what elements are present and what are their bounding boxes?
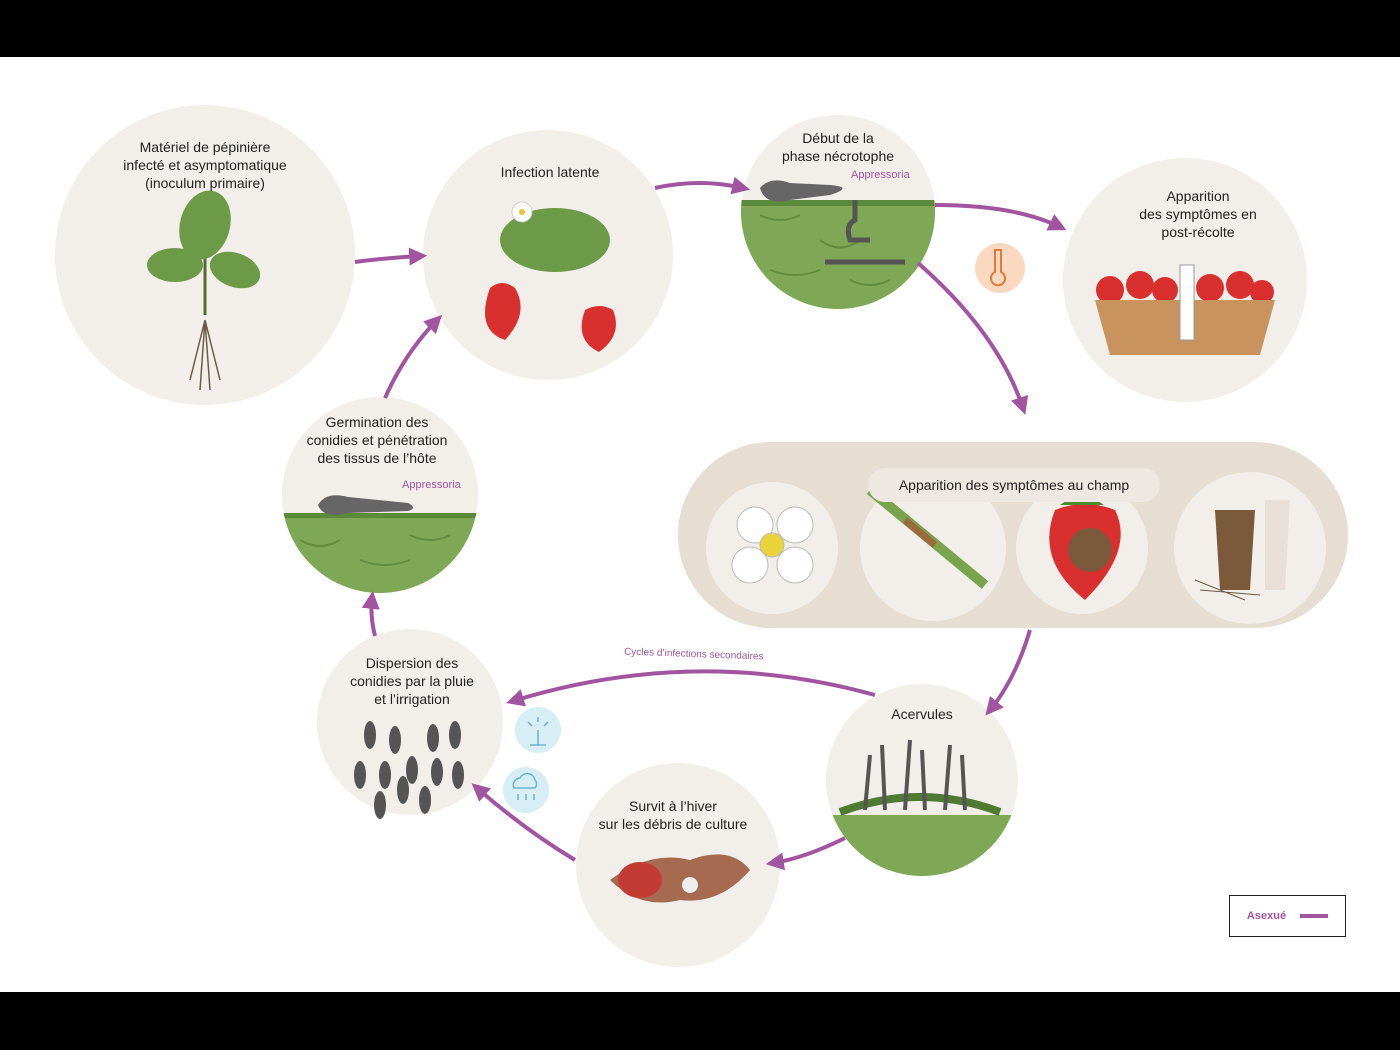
crop-debris-illustration (610, 854, 750, 903)
nursery-plant-illustration (147, 190, 261, 391)
stage-acervuli-label: Acervules (891, 706, 953, 722)
legend: Asexué (1229, 895, 1346, 937)
symptom-fruit-illustration (1049, 490, 1121, 600)
field-symptoms-title: Apparition des symptômes au champ (868, 468, 1160, 502)
stage-nursery-label: Matériel de pépinière infecté et asympto… (123, 139, 287, 191)
stage-latent-label: Infection latente (500, 164, 600, 180)
stage-overwinter-label: Survit à l’hiver sur les débris de cultu… (598, 798, 748, 832)
latent-strawberry-illustration (485, 201, 616, 352)
conidia-illustration (354, 721, 464, 819)
plant-tissue-illustration (741, 180, 935, 309)
legend-asexual-label: Asexué (1246, 910, 1287, 922)
symptom-flower-illustration (731, 506, 814, 584)
legend-asexual-line (1300, 914, 1329, 918)
appressoria-label: Appressoria (851, 169, 910, 181)
symptom-crown-illustration (1194, 500, 1290, 601)
stage-postharvest-label: Apparition des symptômes en post-récolte (1139, 188, 1257, 240)
appressoria-label: Appressoria (402, 479, 461, 491)
stage-necrotroph-label: Début de la phase nécrotophe (781, 130, 895, 164)
harvest-basket-illustration (1095, 264, 1275, 355)
cycle-arrows (354, 176, 1067, 871)
stage-germination-label: Germination des conidies et pénétration … (306, 414, 448, 466)
cycle-diagram (55, 105, 1348, 967)
rain-cloud-icon (503, 767, 549, 813)
diagram-canvas: Matériel de pépinière infecté et asympto… (0, 57, 1400, 992)
field-symptoms-band (678, 442, 1348, 628)
stage-dispersal-label: Dispersion des conidies par la pluie et … (350, 655, 474, 707)
